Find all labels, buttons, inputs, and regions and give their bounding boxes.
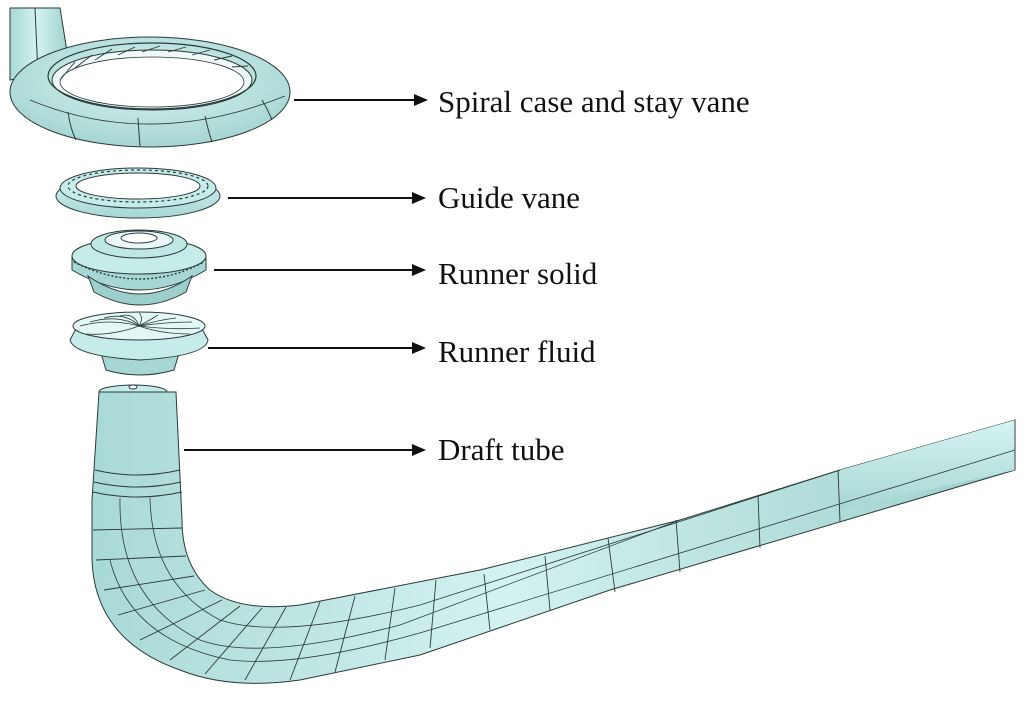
- arrow-spiral-case: [294, 94, 428, 106]
- draft-tube-shape: [91, 384, 1016, 684]
- arrow-draft-tube: [184, 444, 426, 456]
- runner-fluid-shape: [69, 311, 209, 376]
- label-runner-fluid: Runner fluid: [438, 334, 596, 369]
- label-guide-vane: Guide vane: [438, 180, 581, 215]
- arrows: [184, 94, 428, 456]
- guide-vane-shape: [55, 167, 221, 219]
- arrow-runner-solid: [214, 264, 426, 276]
- arrow-guide-vane: [228, 192, 426, 204]
- label-spiral-case: Spiral case and stay vane: [438, 84, 750, 119]
- label-runner-solid: Runner solid: [438, 256, 598, 291]
- label-draft-tube: Draft tube: [438, 432, 565, 467]
- runner-solid-shape: [71, 229, 207, 306]
- arrow-runner-fluid: [208, 342, 426, 354]
- spiral-case-shape: [9, 7, 291, 148]
